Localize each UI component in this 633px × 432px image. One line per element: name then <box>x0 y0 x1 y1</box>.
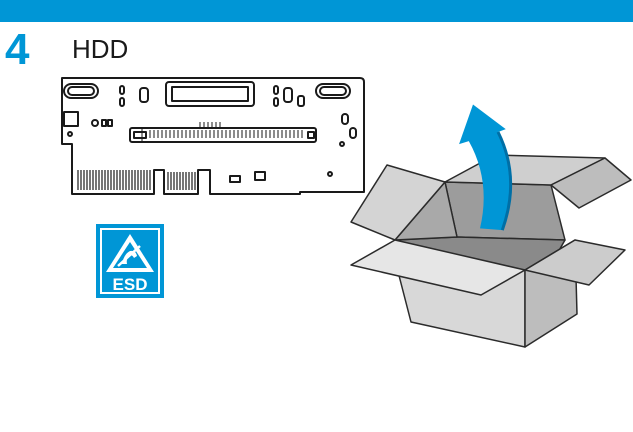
hdd-backplane-board-icon <box>61 77 365 195</box>
open-box-icon <box>350 154 632 348</box>
step-number: 4 <box>5 25 30 74</box>
lift-arrow-icon <box>459 104 513 231</box>
esd-warning-icon: ESD <box>96 224 164 298</box>
header-bar <box>0 0 633 22</box>
esd-label: ESD <box>113 275 148 294</box>
step-title: HDD <box>72 34 129 64</box>
